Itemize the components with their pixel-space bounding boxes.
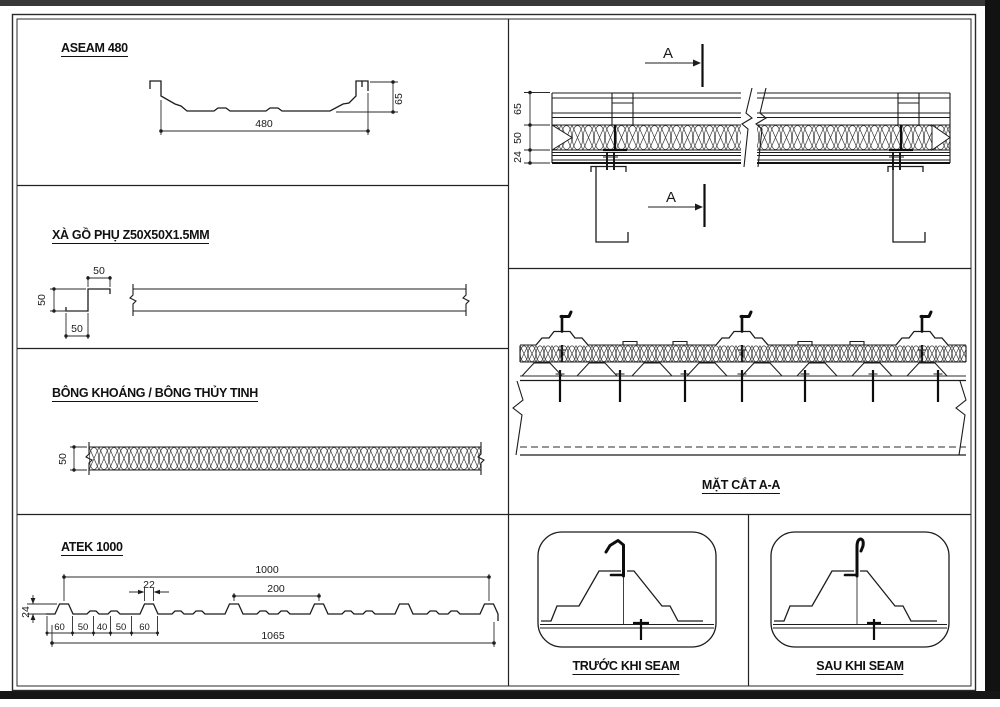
z-dim-web: 50 (36, 294, 48, 306)
atek-pitch-5: 60 (139, 622, 150, 633)
insulation-end-wedge-left (551, 124, 573, 151)
scan-edge-bottom (0, 691, 1000, 699)
cut-label-a-top: A (663, 45, 673, 62)
atek-dim-200: 200 (267, 583, 285, 595)
section-dim-24: 24 (512, 151, 524, 163)
title-z-purlin: XÀ GỒ PHỤ Z50X50X1.5MM (52, 228, 210, 244)
title-section-aa: MẶT CẮT A-A (701, 478, 781, 494)
atek-pitch-1: 60 (54, 622, 65, 633)
seam-detail-before (537, 531, 717, 648)
beam-break-right (955, 380, 967, 456)
atek-dim-1065: 1065 (261, 630, 285, 642)
aseam-480-drawing: 480 65 (149, 80, 405, 135)
atek-1000-drawing: 1000 200 22 24 60 50 40 50 60 1065 (20, 564, 499, 647)
aa-deck-profile (520, 362, 951, 377)
scan-edge-right (985, 0, 1000, 694)
aseam-dim-65: 65 (393, 93, 405, 105)
seam-before-bolt (633, 619, 649, 640)
section-insulation-left (552, 125, 741, 150)
atek-dim-22: 22 (143, 579, 155, 591)
sheet-frame (11, 13, 977, 692)
label-after-seam: SAU KHI SEAM (816, 659, 904, 675)
purlin-side-view (129, 284, 470, 316)
aa-bolts (555, 370, 943, 402)
z-dim-top: 50 (93, 265, 105, 277)
seam-detail-after (770, 531, 950, 648)
section-dim-50: 50 (512, 132, 524, 144)
atek-dim-24: 24 (20, 606, 32, 618)
z-profile (65, 288, 111, 312)
atek-dim-1000: 1000 (255, 564, 279, 576)
cut-label-a-bottom: A (666, 189, 676, 206)
atek-profile (46, 603, 499, 621)
beam-break-left (512, 380, 524, 456)
seam-after-bolt (867, 619, 881, 640)
atek-pitch-4: 50 (116, 622, 127, 633)
label-before-seam: TRƯỚC KHI SEAM (572, 659, 680, 675)
title-insulation: BÔNG KHOÁNG / BÔNG THỦY TINH (52, 386, 258, 402)
z-purlin-drawing: 50 50 50 (36, 265, 470, 339)
purlin-right (887, 165, 926, 243)
atek-pitch-3: 40 (97, 622, 108, 633)
aseam-dim-480: 480 (255, 118, 273, 130)
aa-insulation-hatch (520, 345, 966, 362)
insulation-drawing: 50 (57, 442, 485, 475)
scan-edge-top (0, 0, 1000, 6)
aseam-profile (149, 80, 369, 112)
seam-after-box (770, 531, 950, 648)
assembly-section-view: A A (512, 44, 951, 243)
section-insulation-right (757, 125, 950, 150)
atek-pitch-2: 50 (78, 622, 89, 633)
section-dim-65: 65 (512, 103, 524, 115)
z-dim-bottom: 50 (71, 323, 83, 335)
insulation-end-wedge-right (931, 124, 951, 151)
break-symbol (741, 87, 767, 168)
insulation-hatch (89, 447, 481, 470)
title-aseam-480: ASEAM 480 (61, 41, 128, 57)
purlin-left (590, 165, 629, 243)
seam-open-hook (604, 539, 625, 578)
seam-closed-fold (855, 537, 865, 578)
section-aa-drawing (512, 310, 967, 456)
seam-before-box (537, 531, 717, 648)
insulation-dim-50: 50 (57, 453, 69, 465)
title-atek-1000: ATEK 1000 (61, 540, 123, 556)
